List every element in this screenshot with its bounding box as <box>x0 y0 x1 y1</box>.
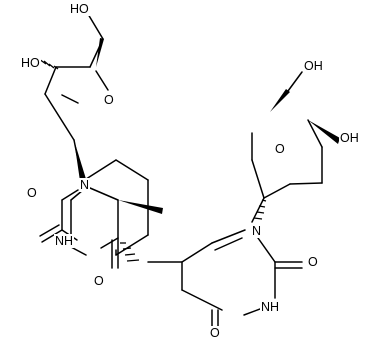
right-ch2oh <box>287 71 303 92</box>
atom-label-n-left: N <box>79 178 91 192</box>
atom-label-oh-right: OH <box>339 131 360 145</box>
atom-label-o-c4-left: O <box>93 274 105 288</box>
right-c4-carbonyl <box>211 309 219 329</box>
atom-label-o-c2-left: O <box>26 186 38 200</box>
atom-label-o-c4-right: O <box>209 326 221 340</box>
c1-hash-2 <box>253 199 267 220</box>
atom-label-o-ring-right: O <box>274 142 286 156</box>
c5-methyl-wedge <box>118 200 163 214</box>
right-sugar-bonds <box>251 119 323 223</box>
atom-label-ho-top: HO <box>69 2 90 16</box>
left-c4-carbonyl <box>111 237 119 269</box>
c4-wedge-2 <box>270 89 290 112</box>
right-c2-carbonyl <box>274 261 303 269</box>
atom-label-ho-left: HO <box>20 56 41 70</box>
right-c5c6-double <box>214 237 243 251</box>
atom-label-nh-right: NH <box>260 300 281 314</box>
atom-label-o-ring-left: O <box>103 93 115 107</box>
atom-label-nh-left: NH <box>54 234 75 248</box>
left-c2-carbonyl <box>39 224 63 243</box>
c3-wedge-2 <box>308 120 340 144</box>
c4-wedge-1 <box>96 38 104 67</box>
bridge-hash <box>120 242 140 262</box>
left-ring-skeleton <box>61 187 119 249</box>
c1-wedge-1 <box>74 140 86 181</box>
atom-label-o-c2-right: O <box>307 255 319 269</box>
atom-label-n-right: N <box>251 224 263 238</box>
atom-label-oh-top-right: OH <box>303 59 324 73</box>
